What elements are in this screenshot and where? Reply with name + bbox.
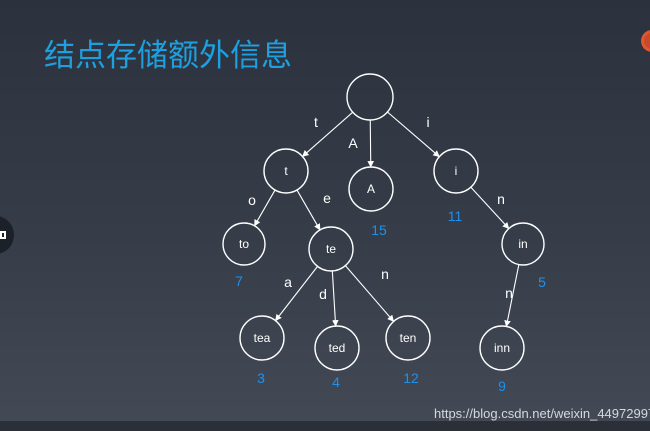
node-label: A bbox=[367, 182, 375, 196]
node-value: 12 bbox=[403, 370, 419, 386]
node-value: 15 bbox=[371, 222, 387, 238]
node-circle bbox=[479, 325, 525, 371]
edge-te-ten bbox=[344, 265, 395, 322]
node-label: inn bbox=[494, 341, 510, 355]
edge-label: n bbox=[497, 191, 505, 207]
edge-te-tea bbox=[275, 266, 318, 322]
slide-title: 结点存储额外信息 bbox=[44, 38, 292, 74]
edge-root-i bbox=[387, 111, 440, 158]
window-icon bbox=[0, 231, 6, 239]
trie-node-ten: ten bbox=[385, 315, 431, 361]
node-value: 11 bbox=[448, 208, 463, 224]
trie-node-tea: tea bbox=[239, 315, 285, 361]
edge-label: n bbox=[381, 266, 389, 282]
node-label: ten bbox=[400, 331, 417, 345]
node-value: 4 bbox=[332, 374, 340, 390]
node-circle bbox=[263, 148, 309, 194]
edge-root-A bbox=[367, 119, 374, 168]
node-label: in bbox=[518, 237, 527, 251]
node-value: 7 bbox=[235, 273, 243, 289]
edge-label: o bbox=[248, 192, 256, 208]
edge-label: A bbox=[348, 135, 358, 151]
edge-label: d bbox=[319, 286, 327, 302]
node-label: i bbox=[455, 164, 458, 178]
node-label: tea bbox=[254, 331, 271, 345]
trie-node-to: to bbox=[222, 222, 266, 266]
node-label: to bbox=[239, 237, 249, 251]
edge-label: e bbox=[323, 190, 331, 206]
node-circle bbox=[239, 315, 285, 361]
trie-node-root bbox=[346, 73, 394, 121]
node-circle bbox=[314, 325, 360, 371]
trie-node-te: te bbox=[308, 226, 354, 272]
node-label: te bbox=[326, 242, 336, 256]
node-label: ted bbox=[329, 341, 346, 355]
trie-node-in: in bbox=[501, 222, 545, 266]
edge-in-inn bbox=[504, 264, 520, 328]
edge-t-to bbox=[253, 189, 276, 227]
node-circle bbox=[385, 315, 431, 361]
node-circle bbox=[501, 222, 545, 266]
node-value: 9 bbox=[498, 378, 506, 394]
trie-node-i: i bbox=[433, 148, 479, 194]
node-circle bbox=[433, 148, 479, 194]
node-circle bbox=[308, 226, 354, 272]
side-toggle-button[interactable] bbox=[0, 216, 14, 254]
node-value: 5 bbox=[538, 274, 546, 290]
node-circle bbox=[222, 222, 266, 266]
trie-node-t: t bbox=[263, 148, 309, 194]
trie-node-ted: ted bbox=[314, 325, 360, 371]
edge-te-ted bbox=[331, 270, 339, 327]
node-value: 3 bbox=[257, 370, 265, 386]
edge-label: t bbox=[314, 114, 318, 130]
trie-node-A: A bbox=[348, 166, 394, 212]
edge-label: n bbox=[505, 285, 513, 301]
node-label: t bbox=[284, 164, 288, 178]
node-circle bbox=[346, 73, 394, 121]
bottom-bar bbox=[0, 421, 650, 431]
edge-t-te bbox=[296, 189, 321, 231]
trie-node-inn: inn bbox=[479, 325, 525, 371]
node-circle bbox=[348, 166, 394, 212]
edge-label: a bbox=[284, 274, 292, 290]
edge-root-t bbox=[302, 111, 354, 157]
edge-i-in bbox=[470, 186, 510, 230]
edge-label: i bbox=[426, 114, 429, 130]
logo-icon bbox=[641, 30, 650, 52]
watermark-url: https://blog.csdn.net/weixin_44972997 bbox=[434, 406, 650, 421]
